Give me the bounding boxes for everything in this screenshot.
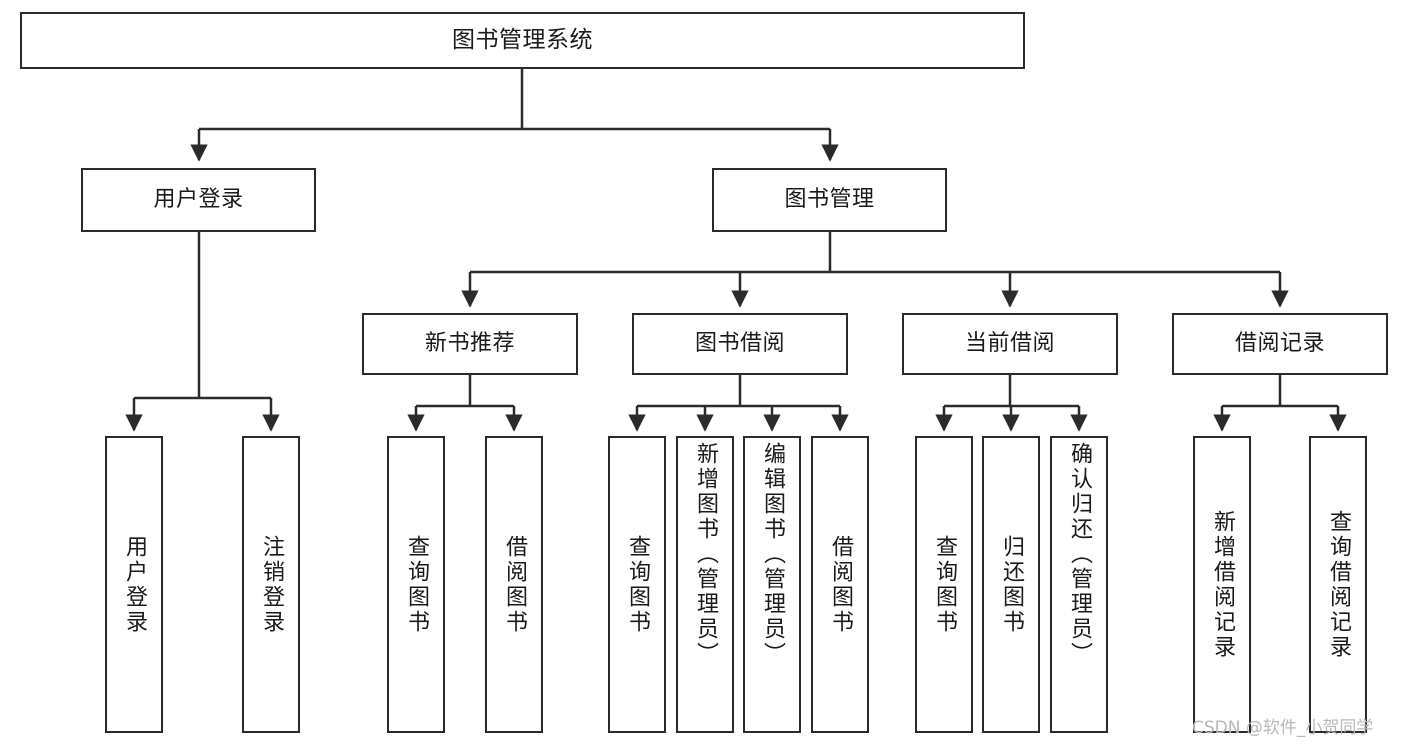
leaf-return-book[interactable]: 归还图书 <box>982 436 1040 733</box>
node-root-system-label: 图书管理系统 <box>452 26 593 53</box>
node-borrow-record-label: 借阅记录 <box>1234 331 1325 357</box>
leaf-query-book-2-label: 查询图书 <box>625 534 650 635</box>
node-current-borrow-label: 当前借阅 <box>964 331 1055 357</box>
leaf-borrow-book-2-label: 借阅图书 <box>828 534 853 635</box>
node-book-borrow[interactable]: 图书借阅 <box>632 313 848 375</box>
csdn-watermark: CSDN @软件_小贺同学 <box>1192 718 1374 738</box>
leaf-borrow-book-1[interactable]: 借阅图书 <box>485 436 543 733</box>
leaf-query-book-2[interactable]: 查询图书 <box>608 436 666 733</box>
leaf-query-book-1-label: 查询图书 <box>404 534 429 635</box>
node-book-management-label: 图书管理 <box>784 187 875 213</box>
node-new-book-recommend[interactable]: 新书推荐 <box>362 313 578 375</box>
leaf-query-book-1[interactable]: 查询图书 <box>387 436 445 733</box>
leaf-borrow-book-2[interactable]: 借阅图书 <box>811 436 869 733</box>
leaf-query-book-3[interactable]: 查询图书 <box>915 436 973 733</box>
leaf-add-book-admin-label: 新增图书（管理员） <box>693 442 718 667</box>
node-book-management[interactable]: 图书管理 <box>712 168 947 232</box>
leaf-borrow-book-1-label: 借阅图书 <box>502 534 527 635</box>
node-user-login[interactable]: 用户登录 <box>81 168 316 232</box>
node-book-borrow-label: 图书借阅 <box>694 331 785 357</box>
node-borrow-record[interactable]: 借阅记录 <box>1172 313 1388 375</box>
leaf-edit-book-admin[interactable]: 编辑图书（管理员） <box>743 436 801 733</box>
leaf-logout-login[interactable]: 注销登录 <box>242 436 300 733</box>
leaf-add-borrow-record[interactable]: 新增借阅记录 <box>1193 436 1251 733</box>
leaf-query-borrow-record[interactable]: 查询借阅记录 <box>1309 436 1367 733</box>
leaf-confirm-return-admin[interactable]: 确认归还（管理员） <box>1050 436 1108 733</box>
leaf-query-book-3-label: 查询图书 <box>932 534 957 635</box>
node-new-book-recommend-label: 新书推荐 <box>424 331 515 357</box>
leaf-confirm-return-admin-label: 确认归还（管理员） <box>1067 442 1092 667</box>
leaf-edit-book-admin-label: 编辑图书（管理员） <box>760 442 785 667</box>
node-current-borrow[interactable]: 当前借阅 <box>902 313 1118 375</box>
node-user-login-label: 用户登录 <box>153 187 244 213</box>
leaf-query-borrow-record-label: 查询借阅记录 <box>1326 509 1351 660</box>
leaf-add-book-admin[interactable]: 新增图书（管理员） <box>676 436 734 733</box>
leaf-user-login-label: 用户登录 <box>122 534 147 635</box>
node-root-system[interactable]: 图书管理系统 <box>20 12 1025 69</box>
leaf-user-login[interactable]: 用户登录 <box>105 436 163 733</box>
leaf-return-book-label: 归还图书 <box>999 534 1024 635</box>
leaf-logout-login-label: 注销登录 <box>259 534 284 635</box>
leaf-add-borrow-record-label: 新增借阅记录 <box>1210 509 1235 660</box>
